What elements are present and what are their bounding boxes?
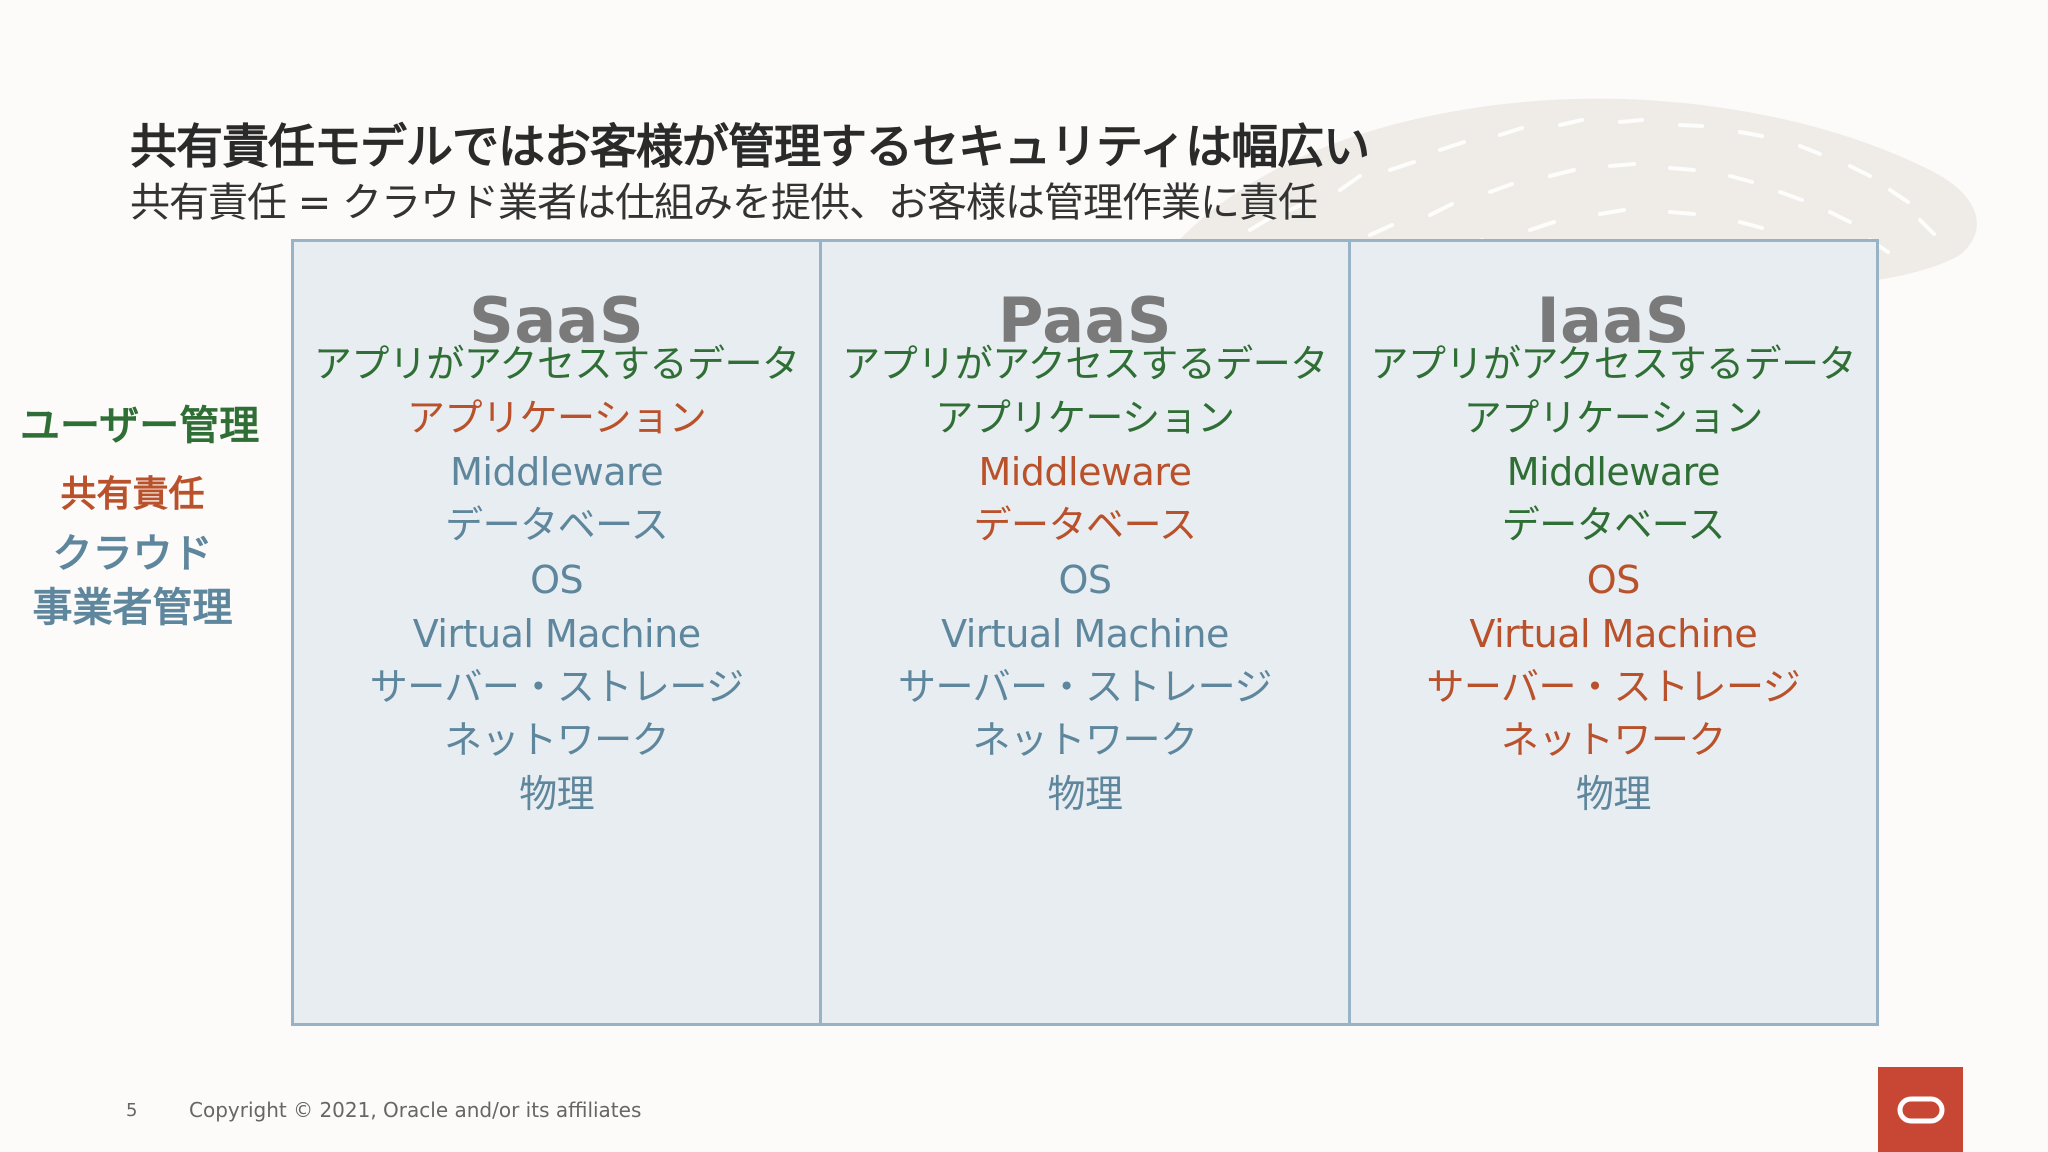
layer-item: サーバー・ストレージ <box>1426 665 1801 709</box>
oracle-logo-icon <box>1878 1067 1963 1152</box>
copyright-notice: Copyright © 2021, Oracle and/or its affi… <box>189 1098 642 1122</box>
layer-item: OS <box>1586 558 1641 602</box>
column-header: SaaS <box>469 284 645 357</box>
legend-cloud-line-1: クラウド <box>52 531 213 577</box>
layer-item: アプリケーション <box>1463 396 1764 440</box>
legend-shared-responsibility: 共有責任 <box>60 474 205 515</box>
legend-user-managed: ユーザー管理 <box>20 403 260 449</box>
layer-item: データベース <box>445 503 669 547</box>
layer-item: OS <box>530 558 584 602</box>
layer-item: ネットワーク <box>1500 718 1727 762</box>
layer-item: Middleware <box>450 450 664 494</box>
layer-item: アプリケーション <box>935 396 1235 440</box>
layer-item: Virtual Machine <box>941 612 1229 656</box>
layer-item: Virtual Machine <box>412 612 701 656</box>
layer-item: OS <box>1058 558 1112 602</box>
layer-item: サーバー・ストレージ <box>898 665 1272 709</box>
layer-item: 物理 <box>1575 772 1652 816</box>
legend-cloud-line-2: 事業者管理 <box>32 585 233 631</box>
layer-item: サーバー・ストレージ <box>369 665 744 709</box>
layer-item: ネットワーク <box>972 718 1198 762</box>
layer-item: Middleware <box>1506 450 1721 494</box>
layer-item: アプリがアクセスするデータ <box>842 342 1328 386</box>
layer-item: ネットワーク <box>444 718 670 762</box>
column-header: PaaS <box>997 284 1173 357</box>
layer-item: Virtual Machine <box>1469 612 1758 656</box>
layer-item: データベース <box>973 503 1197 547</box>
column-header: IaaS <box>1536 284 1691 357</box>
slide-subtitle: 共有責任 = クラウド業者は仕組みを提供、お客様は管理作業に責任 <box>130 180 1318 226</box>
layer-item: アプリケーション <box>407 396 707 440</box>
layer-item: 物理 <box>519 772 595 816</box>
slide-title: 共有責任モデルではお客様が管理するセキュリティは幅広い <box>130 120 1370 175</box>
layer-item: アプリがアクセスするデータ <box>313 342 800 386</box>
layer-item: 物理 <box>1047 772 1123 816</box>
legend-cloud-provider-managed: クラウド 事業者管理 <box>20 527 245 635</box>
layer-item: データベース <box>1501 503 1726 547</box>
layer-item: アプリがアクセスするデータ <box>1370 342 1857 386</box>
page-number: 5 <box>126 1100 138 1121</box>
layer-item: Middleware <box>978 450 1192 494</box>
